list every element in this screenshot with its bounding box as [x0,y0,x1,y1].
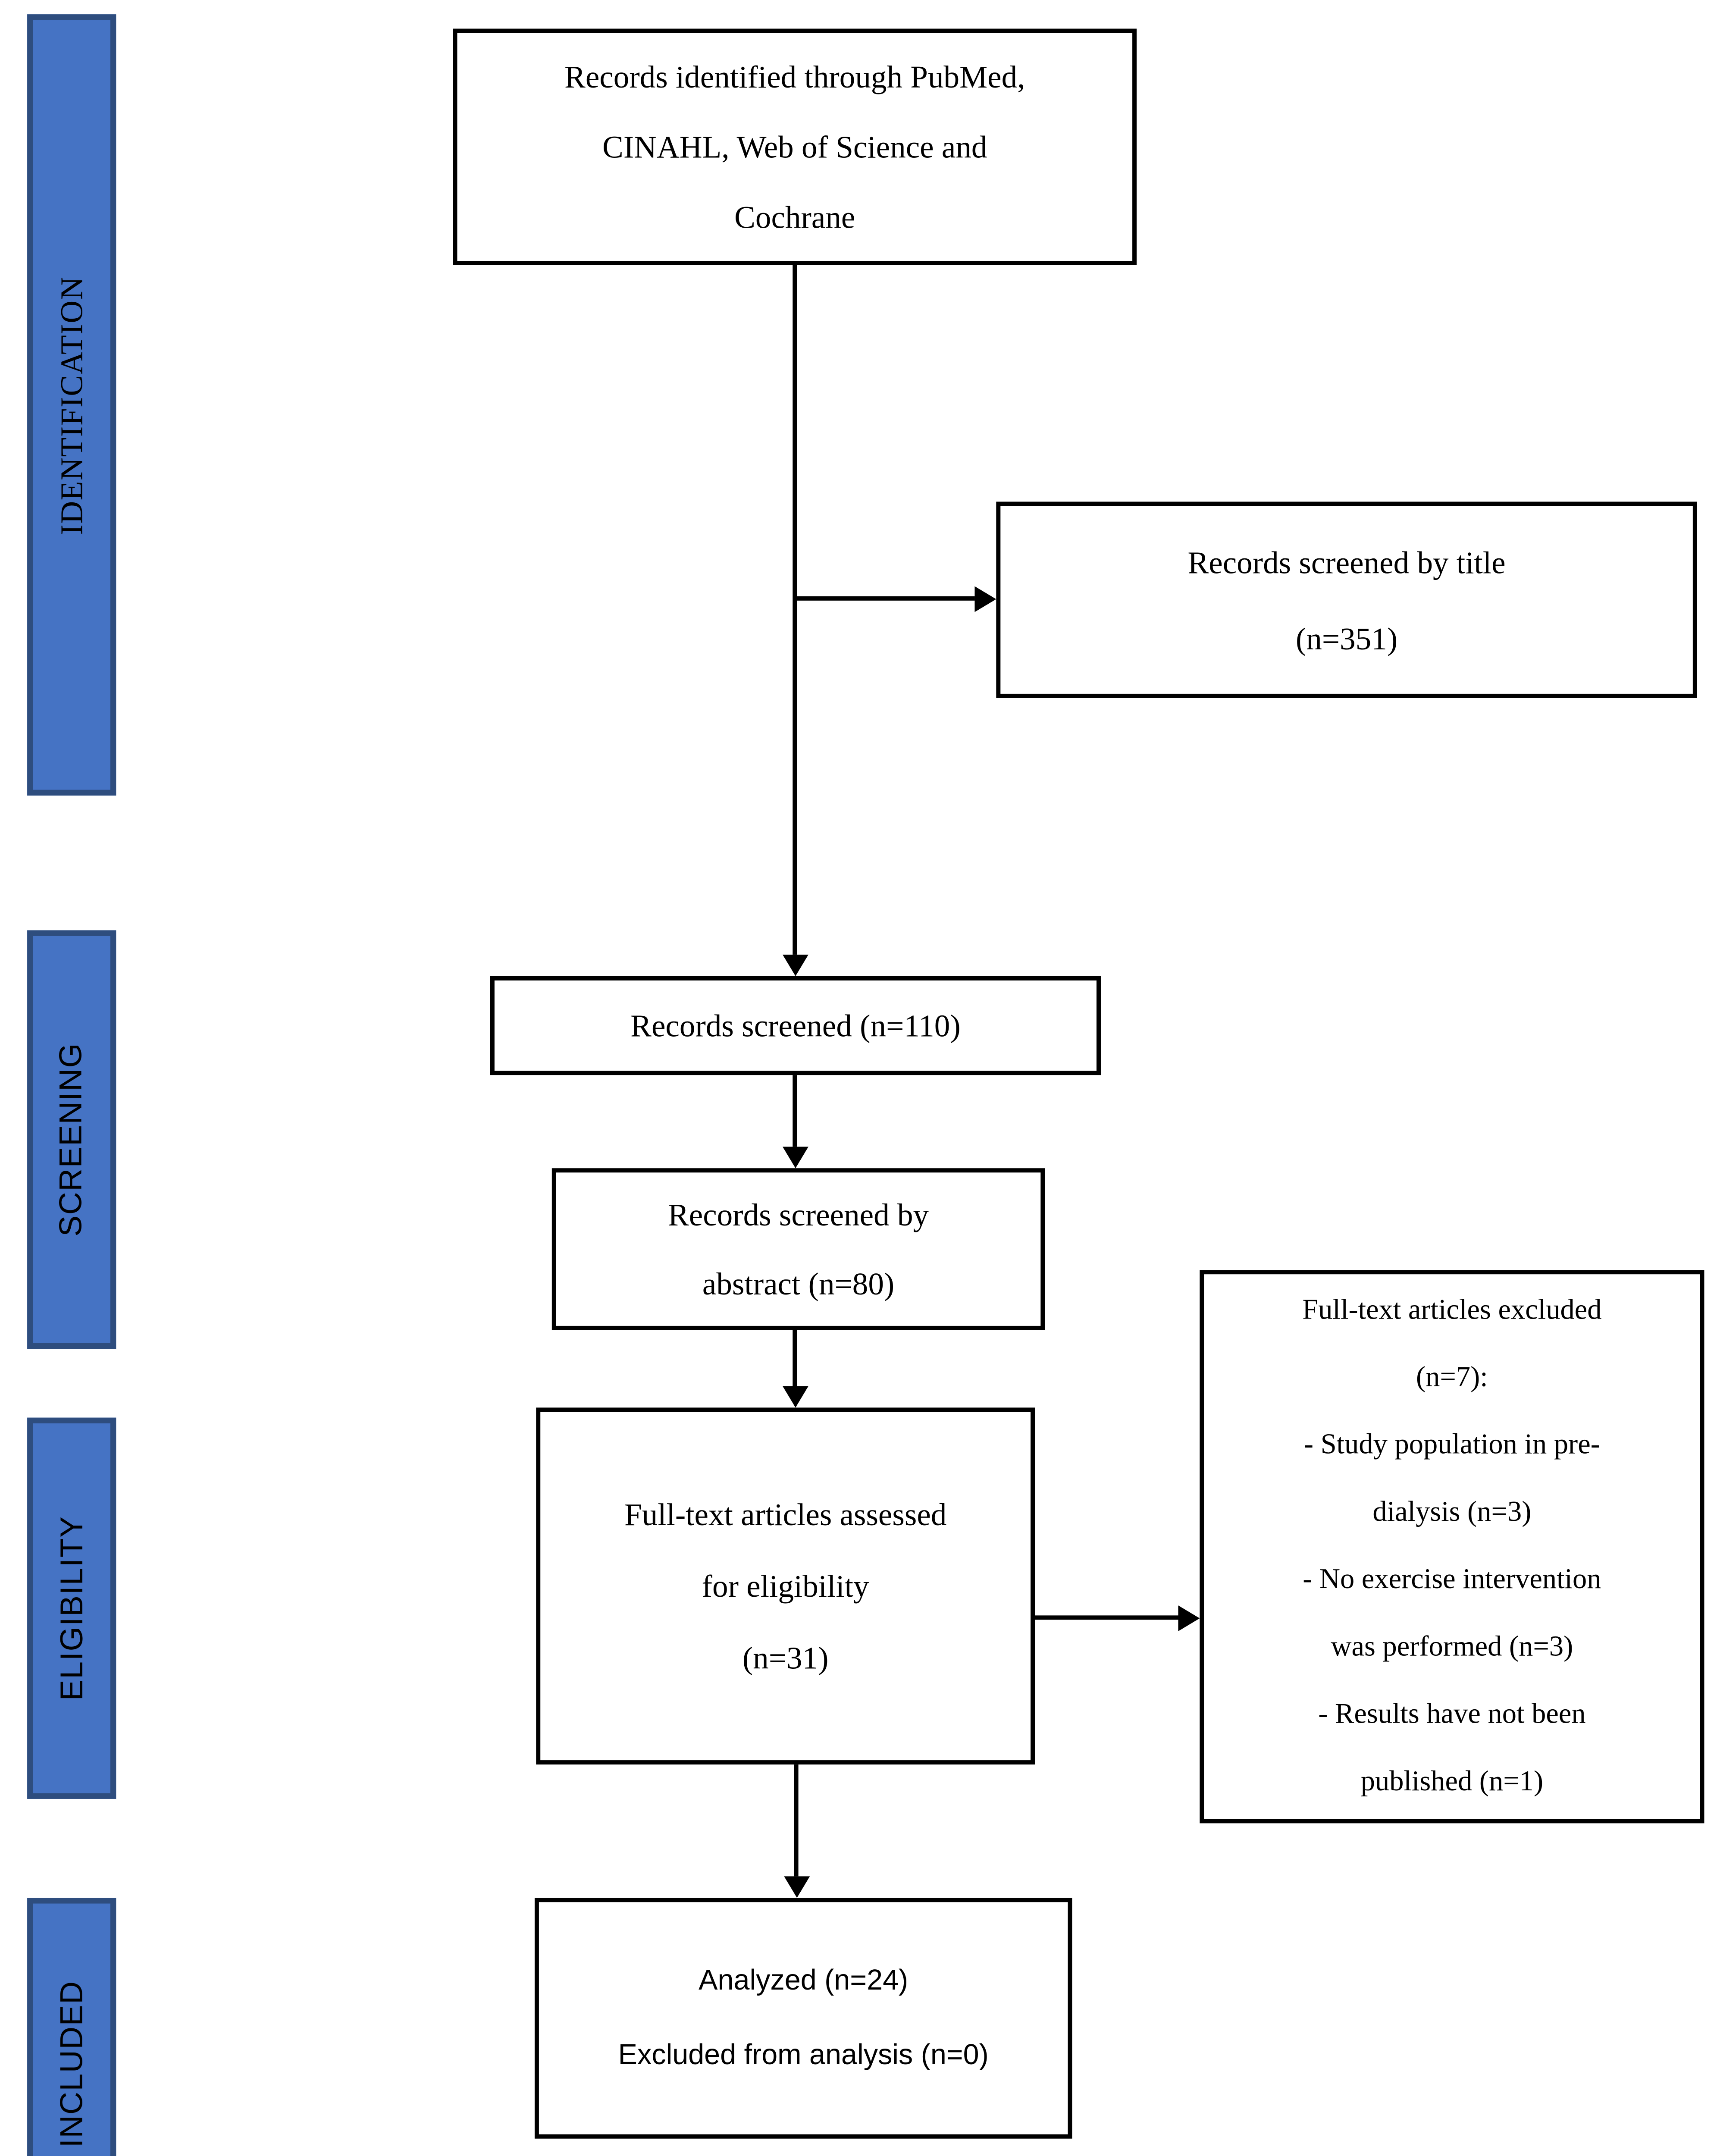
box-line: Records screened (n=110) [630,1007,961,1043]
stage-label-screening: SCREENING [53,1042,89,1237]
stage-bar-identification: IDENTIFICATION [27,14,116,796]
connector-fulltext-to-analyzed [794,1764,799,1877]
arrowhead-down-icon [783,954,808,976]
box-line: published (n=1) [1360,1766,1544,1798]
box-screened-by-abstract: Records screened by abstract (n=80) [551,1168,1045,1330]
box-line: Full-text articles assessed [624,1495,947,1532]
box-line: - Results have not been [1318,1698,1586,1730]
box-line: CINAHL, Web of Science and [602,129,987,165]
arrowhead-right-icon [974,586,996,612]
box-line: Full-text articles excluded [1302,1294,1602,1326]
stage-label-identification: IDENTIFICATION [53,276,89,535]
box-line: Records screened by [667,1196,929,1232]
box-fulltext-excluded: Full-text articles excluded (n=7): - Stu… [1200,1270,1704,1824]
stage-bar-included: INCLUDED [27,1898,116,2156]
box-line: (n=31) [742,1639,829,1675]
box-line: abstract (n=80) [702,1265,895,1301]
box-line: Analyzed (n=24) [699,1965,909,1997]
arrowhead-down-icon [783,1386,808,1408]
connector-abstract-to-fulltext [793,1330,797,1386]
box-line: Cochrane [734,199,855,235]
box-line: Records screened by title [1187,544,1506,580]
box-line: - No exercise intervention [1303,1564,1601,1595]
box-line: was performed (n=3) [1331,1631,1573,1663]
box-line: for eligibility [702,1567,869,1604]
box-line: - Study population in pre- [1303,1429,1600,1461]
stage-label-included: INCLUDED [53,1981,89,2148]
box-fulltext-assessed: Full-text articles assessed for eligibil… [536,1407,1035,1765]
connector-screened-to-abstract [793,1075,797,1147]
box-records-screened: Records screened (n=110) [490,976,1101,1075]
stage-label-eligibility: ELIGIBILITY [53,1516,89,1701]
connector-identified-to-screened [793,265,797,955]
stage-bar-screening: SCREENING [27,930,116,1349]
arrowhead-right-icon [1178,1605,1200,1631]
box-line: Excluded from analysis (n=0) [618,2040,989,2071]
connector-fulltext-to-excluded [1035,1615,1178,1620]
arrowhead-down-icon [783,1147,808,1169]
box-line: Records identified through PubMed, [564,59,1025,95]
box-line: dialysis (n=3) [1372,1496,1532,1528]
box-line: (n=351) [1295,620,1398,656]
arrowhead-down-icon [784,1876,810,1898]
box-records-identified: Records identified through PubMed, CINAH… [453,28,1137,265]
box-line: (n=7): [1416,1361,1488,1394]
stage-bar-eligibility: ELIGIBILITY [27,1417,116,1799]
connector-to-screened-by-title [795,596,975,601]
box-analyzed: Analyzed (n=24) Excluded from analysis (… [534,1898,1072,2139]
box-screened-by-title: Records screened by title (n=351) [996,501,1697,698]
